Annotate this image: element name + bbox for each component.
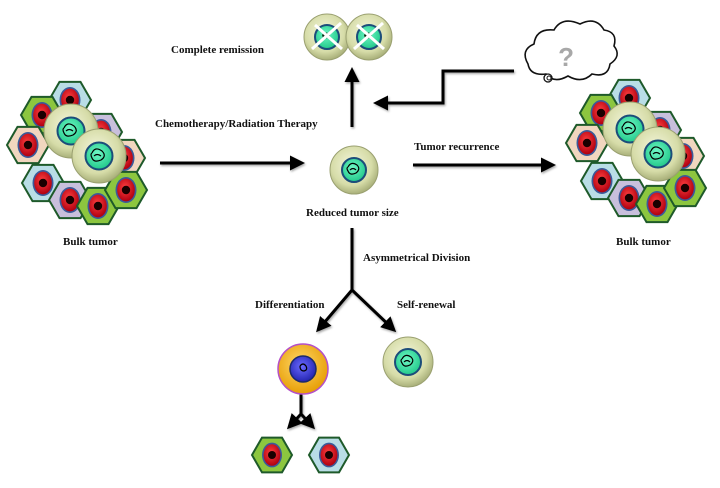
differentiated-cell-blue — [307, 436, 351, 474]
arrow-diff-left — [286, 412, 303, 430]
label-complete-remission: Complete remission — [171, 44, 264, 56]
thought-cloud: ? — [524, 20, 618, 83]
eliminated-stem-cell-2 — [345, 13, 393, 61]
cancer-cell — [662, 168, 708, 208]
cancer-stem-cell — [630, 126, 686, 182]
cancer-stem-cell — [71, 128, 127, 184]
bulk-tumor-right — [564, 78, 708, 224]
label-differentiation: Differentiation — [255, 299, 325, 311]
arrow-diff-right — [299, 412, 316, 430]
cancer-cell — [564, 123, 610, 163]
cancer-stem-cell — [602, 101, 658, 157]
label-reduced-tumor-size: Reduced tumor size — [306, 207, 399, 219]
label-chemo-radiation: Chemotherapy/Radiation Therapy — [155, 118, 318, 130]
arrows — [160, 67, 556, 430]
arrow-differentiation — [316, 289, 354, 333]
eliminated-stem-cells — [303, 13, 393, 61]
label-bulk-tumor-left: Bulk tumor — [63, 236, 118, 248]
bulk-tumor-left — [5, 80, 149, 226]
differentiated-cell-green — [250, 436, 294, 474]
arrow-relapse-path — [373, 69, 514, 111]
question-mark-icon: ? — [558, 42, 574, 72]
cancer-cell — [250, 436, 294, 474]
eliminated-stem-cell-1 — [303, 13, 351, 61]
cancer-cell — [307, 436, 351, 474]
label-bulk-tumor-right: Bulk tumor — [616, 236, 671, 248]
self-renewed-stem-cell — [382, 336, 434, 388]
label-tumor-recurrence: Tumor recurrence — [414, 141, 500, 153]
label-asymmetrical-division: Asymmetrical Division — [363, 252, 471, 264]
surviving-stem-cell — [329, 145, 379, 195]
label-self-renewal: Self-renewal — [397, 299, 456, 311]
cancer-cell — [5, 125, 51, 165]
arrow-self-renewal — [350, 288, 397, 333]
progenitor-cell — [277, 343, 329, 395]
